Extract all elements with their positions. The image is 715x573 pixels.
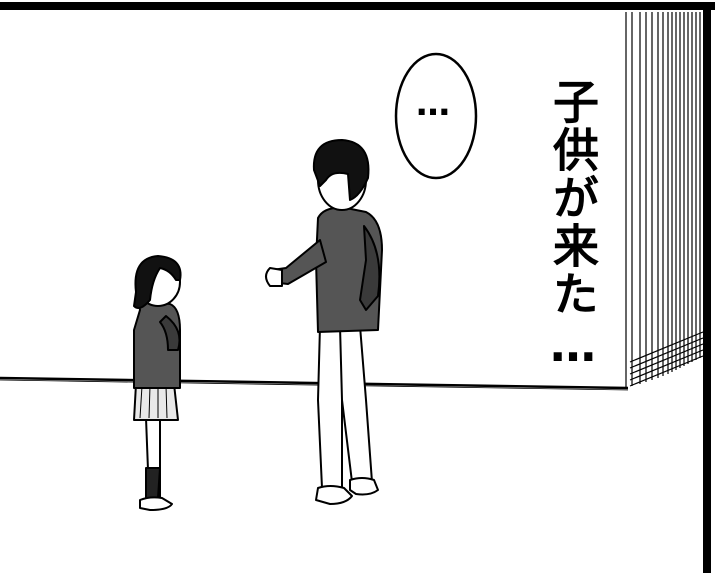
speed-lines: [625, 12, 704, 388]
floor-line: [0, 376, 629, 391]
narration-text: 子供が来た…: [546, 78, 600, 374]
boy-figure: [265, 139, 383, 505]
speech-bubble: [394, 52, 478, 180]
girl-figure: [133, 255, 182, 511]
speech-bubble-text: …: [413, 84, 453, 124]
